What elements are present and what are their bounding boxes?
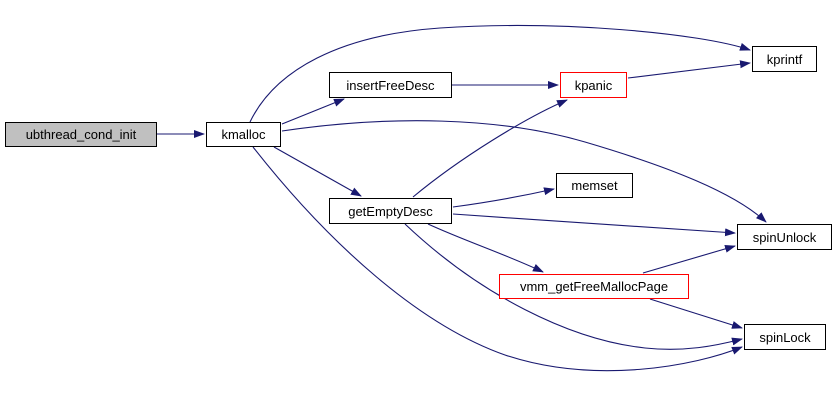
node-kpanic[interactable]: kpanic (560, 72, 627, 98)
edge-kmalloc-to-spinUnlock (281, 120, 767, 223)
edge-kmalloc-to-kprintf (249, 25, 751, 123)
edge-kmalloc-to-insertFreeDesc (281, 98, 345, 125)
edge-getEmptyDesc-to-vmm_getFreeMallocPage (427, 223, 544, 273)
node-vmm_getFreeMallocPage[interactable]: vmm_getFreeMallocPage (499, 274, 689, 299)
node-spinUnlock[interactable]: spinUnlock (737, 224, 832, 250)
edge-kmalloc-to-spinLock (252, 146, 743, 372)
node-kmalloc[interactable]: kmalloc (206, 122, 281, 147)
edge-getEmptyDesc-to-memset (452, 187, 555, 208)
node-insertFreeDesc[interactable]: insertFreeDesc (329, 72, 452, 98)
edge-vmm_getFreeMallocPage-to-spinUnlock (642, 244, 736, 274)
node-ubthread_cond_init: ubthread_cond_init (5, 122, 157, 147)
node-kprintf[interactable]: kprintf (752, 46, 817, 72)
node-spinLock[interactable]: spinLock (744, 324, 826, 350)
edge-getEmptyDesc-to-spinUnlock (452, 213, 736, 237)
edge-getEmptyDesc-to-spinLock (404, 223, 743, 350)
edge-vmm_getFreeMallocPage-to-spinLock (649, 298, 743, 329)
node-getEmptyDesc[interactable]: getEmptyDesc (329, 198, 452, 224)
node-memset[interactable]: memset (556, 173, 633, 198)
edge-kpanic-to-kprintf (627, 60, 751, 79)
edge-getEmptyDesc-to-kpanic (412, 99, 568, 198)
edge-kmalloc-to-getEmptyDesc (273, 146, 362, 197)
